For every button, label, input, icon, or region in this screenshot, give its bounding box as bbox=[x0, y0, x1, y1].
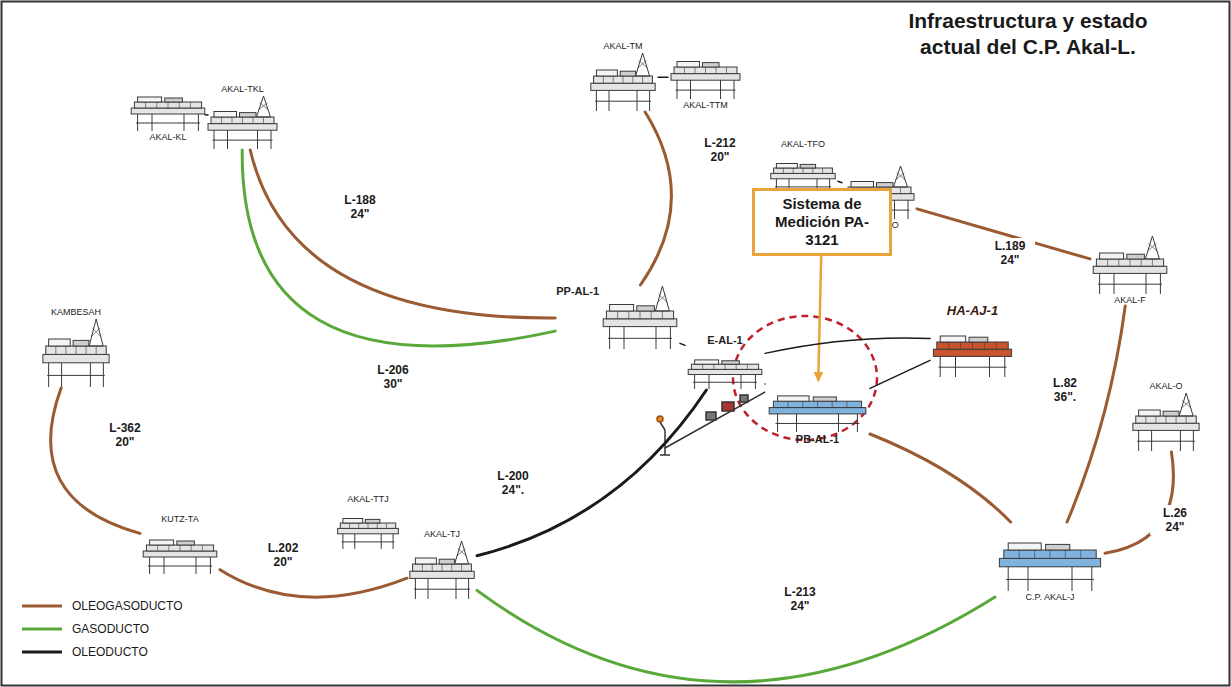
platform-icon bbox=[685, 347, 765, 390]
platform-label: PB-AL-1 bbox=[795, 433, 840, 446]
platform-node: AKAL-O bbox=[1130, 381, 1202, 452]
platform-label: E-AL-1 bbox=[706, 334, 743, 347]
legend-text: GASODUCTO bbox=[72, 622, 149, 636]
legend-line-sample bbox=[22, 651, 62, 654]
platform-node: AKAL-TFO bbox=[768, 139, 838, 195]
platform-node: AKAL-F bbox=[1090, 235, 1170, 306]
platform-label: AKAL-F bbox=[1113, 295, 1147, 306]
platform-icon bbox=[1090, 235, 1170, 295]
pipeline-line bbox=[242, 150, 555, 346]
platform-node: PB-AL-1 bbox=[765, 380, 870, 446]
platform-icon bbox=[668, 45, 743, 100]
dashed-circle bbox=[733, 316, 877, 440]
platform-label: AKAL-KL bbox=[148, 132, 187, 143]
pipeline-line bbox=[1067, 306, 1125, 522]
pipeline-line bbox=[818, 256, 821, 380]
platform-icon bbox=[1130, 392, 1202, 452]
pipeline-label: L.202 20" bbox=[258, 540, 308, 570]
platform-label: AKAL-TM bbox=[602, 41, 643, 52]
pipeline-line bbox=[477, 590, 995, 682]
platform-icon bbox=[140, 525, 220, 575]
pipeline-line bbox=[680, 343, 685, 345]
platform-label: AKAL-TFO bbox=[780, 139, 826, 150]
pipeline-label: L-212 20" bbox=[695, 135, 745, 165]
diagram-title: Infraestructura y estado actual del C.P.… bbox=[878, 8, 1178, 60]
pipeline-label: L-362 20" bbox=[100, 420, 150, 450]
platform-label: HA-AJ-1 bbox=[946, 303, 999, 318]
pipeline-label: L-213 24" bbox=[775, 584, 825, 614]
platform-icon bbox=[205, 95, 280, 150]
pipeline-line bbox=[870, 360, 930, 388]
platform-node: PP-AL-1 bbox=[555, 285, 680, 350]
pipeline-line bbox=[870, 434, 1011, 522]
platform-node: AKAL-TM bbox=[588, 41, 658, 112]
pipeline-label: L-200 24". bbox=[488, 468, 538, 498]
pipeline-line bbox=[640, 112, 671, 285]
platform-icon bbox=[588, 52, 658, 112]
platform-node: KUTZ-TA bbox=[140, 514, 220, 575]
pipeline-label: L.82 36". bbox=[1040, 375, 1090, 405]
pipeline-line bbox=[220, 570, 407, 597]
platform-label: KAMBESAH bbox=[50, 307, 102, 318]
pipeline-label: L.189 24" bbox=[985, 238, 1035, 268]
pipeline-line bbox=[51, 388, 140, 533]
platform-icon bbox=[765, 380, 870, 433]
flare-and-buoys bbox=[657, 392, 765, 455]
pipeline-label: L-206 30" bbox=[368, 362, 418, 392]
platform-node: AKAL-KL bbox=[128, 82, 208, 143]
platform-node: KAMBESAH bbox=[40, 307, 112, 388]
pipeline-line bbox=[658, 76, 668, 78]
platform-node: E-AL-1 bbox=[685, 334, 765, 390]
measurement-callout-box: Sistema de Medición PA-3121 bbox=[752, 188, 892, 256]
platform-label: AKAL-TJ bbox=[423, 529, 461, 540]
platform-icon bbox=[407, 540, 477, 600]
legend-text: OLEODUCTO bbox=[72, 645, 148, 659]
pipeline-line bbox=[765, 338, 930, 353]
platform-icon bbox=[995, 522, 1105, 592]
pipeline-label: L-188 24" bbox=[335, 192, 385, 222]
callout-text: Sistema de Medición PA-3121 bbox=[761, 195, 883, 249]
platform-label: C.P. AKAL-J bbox=[1025, 592, 1076, 603]
platform-node: HA-AJ-1 bbox=[930, 303, 1015, 378]
pipeline-line bbox=[838, 181, 842, 183]
platform-icon bbox=[40, 318, 112, 388]
platform-icon bbox=[600, 285, 680, 350]
platform-label: KUTZ-TA bbox=[160, 514, 199, 525]
legend-text: OLEOGASODUCTO bbox=[72, 599, 182, 613]
platform-label: AKAL-TKL bbox=[220, 84, 265, 95]
platform-icon bbox=[930, 318, 1015, 378]
platform-icon bbox=[128, 82, 208, 132]
legend-line-sample bbox=[22, 628, 62, 631]
platform-node: C.P. AKAL-J bbox=[995, 522, 1105, 603]
legend-line-sample bbox=[22, 605, 62, 608]
pipeline-line bbox=[205, 114, 208, 116]
pipeline-line bbox=[250, 150, 555, 318]
platform-node: AKAL-TJ bbox=[407, 529, 477, 600]
platform-node: AKAL-TTJ bbox=[335, 494, 401, 550]
platform-label: AKAL-TTJ bbox=[346, 494, 390, 505]
platform-node: AKAL-TKL bbox=[205, 84, 280, 150]
platform-icon bbox=[335, 505, 401, 550]
platform-label: PP-AL-1 bbox=[555, 285, 600, 298]
pipeline-line bbox=[477, 390, 706, 556]
pipeline-label: L.26 24" bbox=[1150, 505, 1200, 535]
pipeline-line bbox=[1105, 452, 1173, 553]
platform-label: AKAL-TTM bbox=[682, 100, 729, 111]
platform-label: AKAL-O bbox=[1148, 381, 1183, 392]
platform-node: AKAL-TTM bbox=[668, 45, 743, 111]
